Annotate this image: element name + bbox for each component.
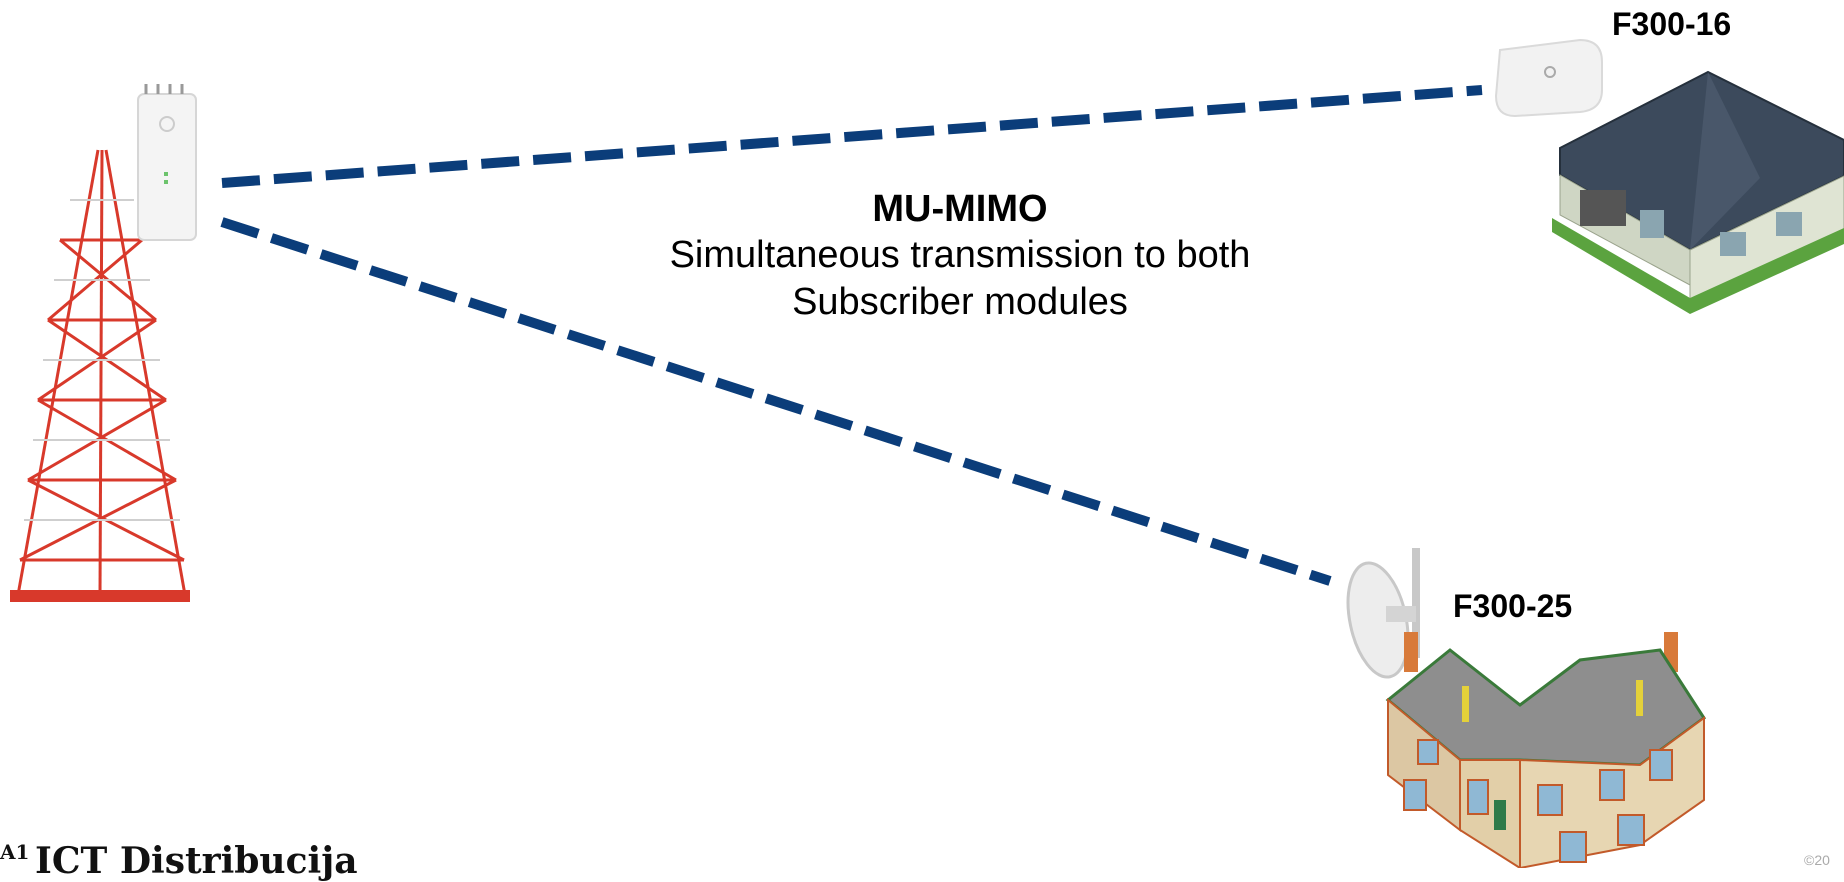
caption-line-2: Subscriber modules — [792, 280, 1128, 323]
link-to-f300-16 — [221, 85, 1483, 188]
house-top-icon — [1552, 70, 1844, 314]
copyright-text: ©20 — [1804, 852, 1830, 868]
base-station-radio-icon — [137, 84, 197, 241]
f300-25-label: F300-25 — [1453, 588, 1573, 624]
tower-icon — [10, 149, 190, 602]
link-to-f300-25 — [220, 217, 1332, 586]
f300-16-label: F300-16 — [1612, 6, 1732, 42]
house-bottom-icon — [1385, 632, 1707, 868]
caption-title: MU-MIMO — [872, 188, 1048, 230]
company-logo: A1 ICT Distribucija — [0, 840, 358, 882]
f300-16-antenna-icon — [1494, 38, 1603, 118]
f300-25-dish-icon — [1346, 548, 1420, 679]
logo-text: ICT Distribucija — [35, 840, 358, 882]
caption-line-1: Simultaneous transmission to both — [669, 234, 1251, 277]
logo-superscript: A1 — [0, 840, 30, 864]
mu-mimo-caption: MU-MIMO Simultaneous transmission to bot… — [600, 186, 1320, 325]
